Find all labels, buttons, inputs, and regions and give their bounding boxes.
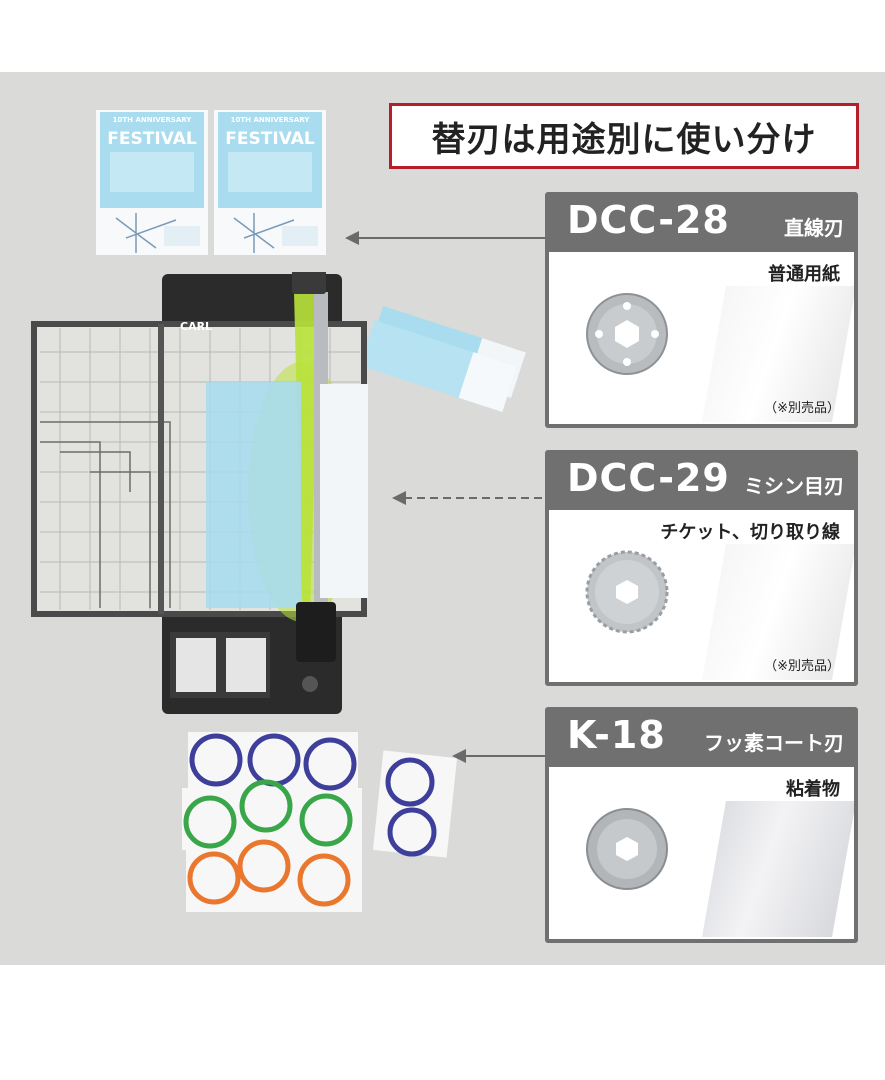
arrow-dashed-left-icon [392,491,546,505]
blade-type: フッ素コート刃 [704,731,844,755]
flyer-left: 10TH ANNIVERSARY FESTIVAL [96,110,208,255]
blade-type: ミシン目刃 [744,474,844,498]
flyer-small-title: 10TH ANNIVERSARY [231,116,311,124]
pictogram-stickers [182,732,458,912]
cutter-slider-handle [296,602,336,662]
paper-cutter: CARL [31,272,368,714]
blade-use: 普通用紙 [768,264,840,285]
festival-tickets [360,306,526,413]
flyer-big-title: FESTIVAL [107,129,197,149]
cutter-brand-label: CARL [180,320,212,333]
no-touch-icon [187,839,351,907]
blade-card-header: DCC-28 直線刃 [549,196,854,252]
no-smoking-icon [183,779,353,849]
straight-blade-icon [586,293,668,375]
adhesive-sheet-sample [702,801,854,937]
blade-code: DCC-28 [567,198,730,242]
blade-use: チケット、切り取り線 [660,522,840,543]
blade-card-dcc-29: DCC-29 ミシン目刃 チケット、切り取り線 （※別売品） [545,450,858,686]
blade-note: （※別売品） [764,401,840,416]
perforation-blade-icon [585,550,669,634]
blade-card-dcc-28: DCC-28 直線刃 普通用紙 （※別売品） [545,192,858,428]
blade-code: DCC-29 [567,456,730,500]
blade-note: （※別売品） [764,659,840,674]
festival-flyers: 10TH ANNIVERSARY FESTIVAL 10TH ANNIVERSA… [96,110,326,255]
flyer-big-title: FESTIVAL [225,129,315,149]
blade-code: K-18 [567,713,666,757]
blade-card-k-18: K-18 フッ素コート刃 粘着物 [545,707,858,943]
arrow-left-icon [345,231,545,245]
blade-type: 直線刃 [784,216,844,240]
arrow-left-icon [452,749,546,763]
blade-card-header: K-18 フッ素コート刃 [549,711,854,767]
flyer-right: 10TH ANNIVERSARY FESTIVAL [214,110,326,255]
flyer-small-title: 10TH ANNIVERSARY [113,116,193,124]
blade-card-header: DCC-29 ミシン目刃 [549,454,854,510]
fluorine-coated-blade-icon [586,808,668,890]
page-headline: 替刃は用途別に使い分け [389,103,859,169]
blade-use: 粘着物 [786,779,840,800]
